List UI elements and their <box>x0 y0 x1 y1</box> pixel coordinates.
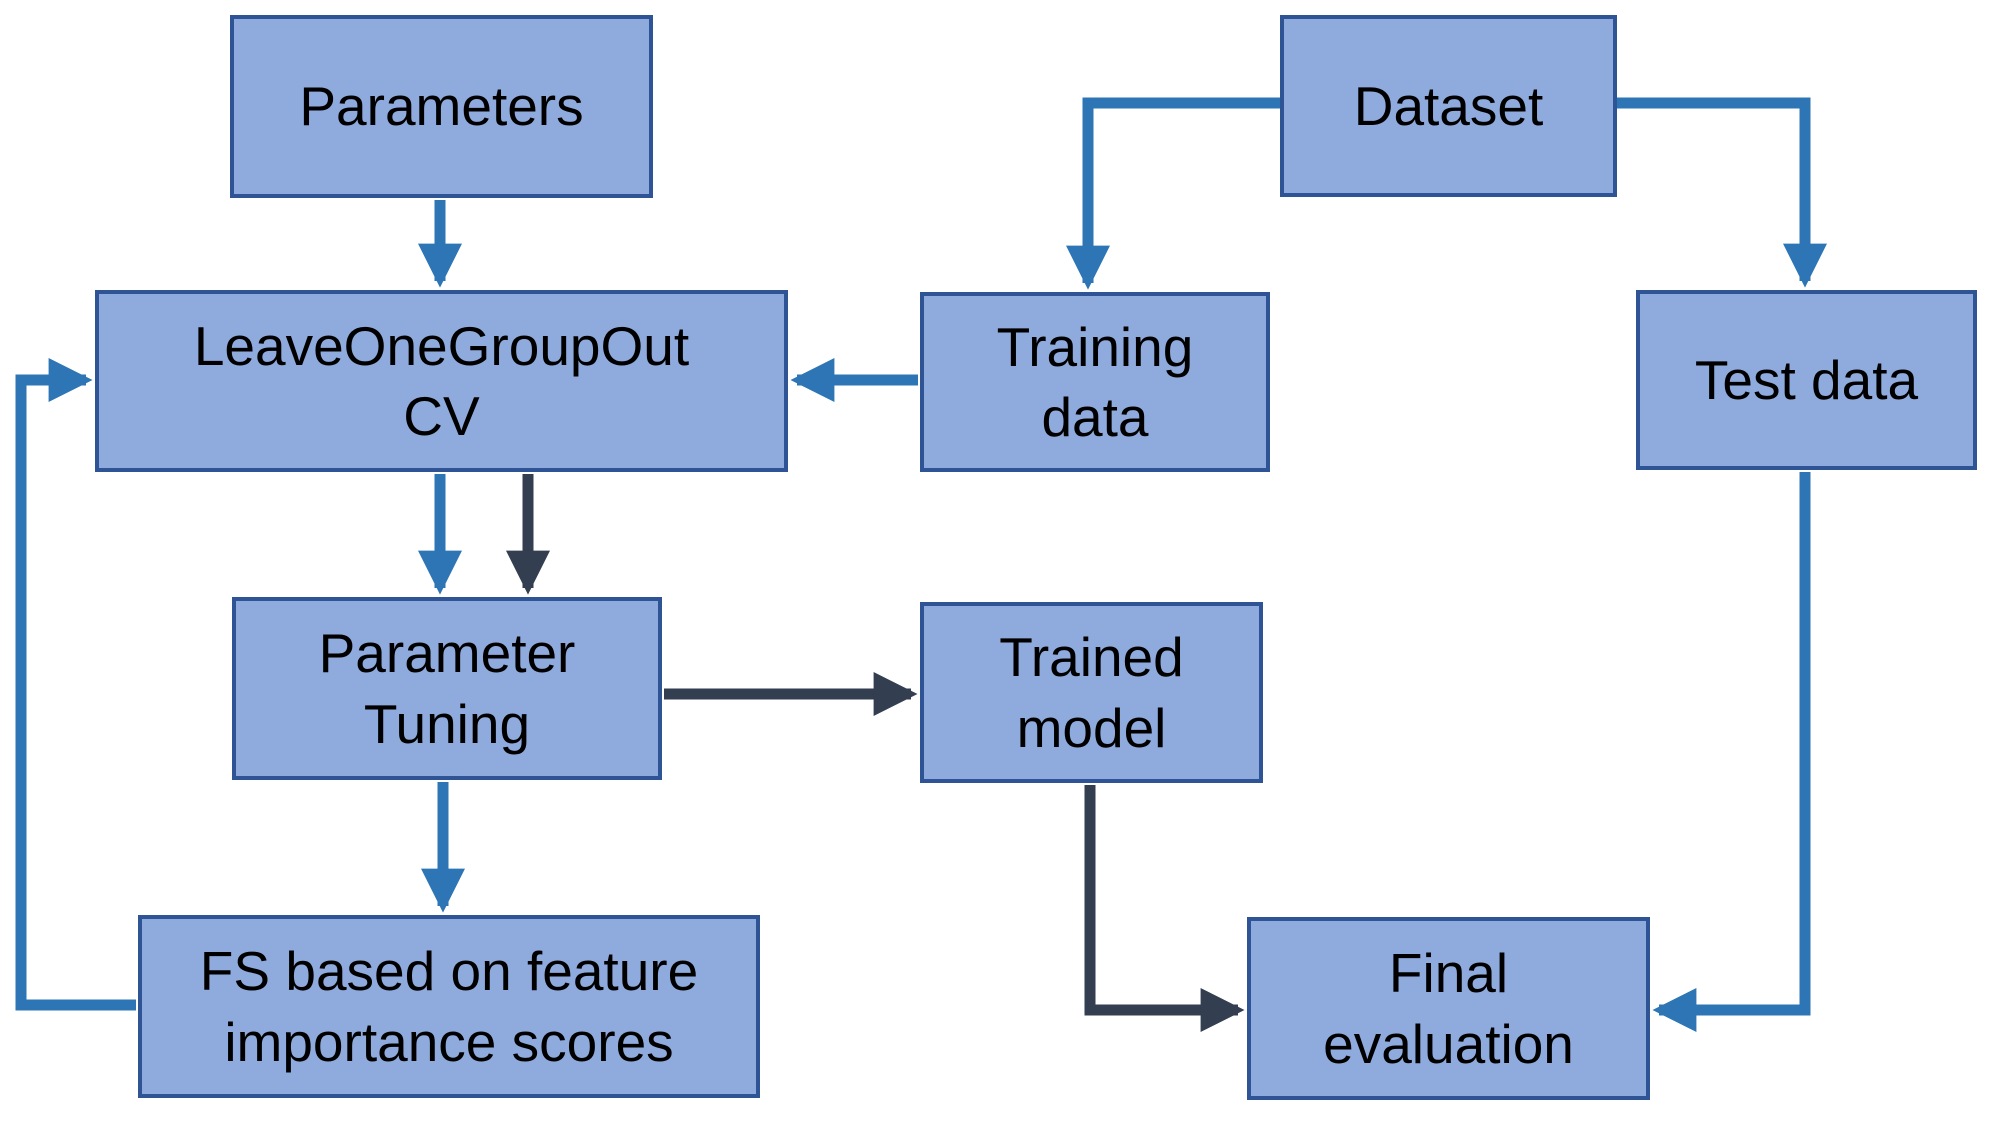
node-trained-model-label-line1: Trained <box>999 626 1184 689</box>
node-test-data: Test data <box>1636 290 1977 470</box>
node-training-data-label-line2: data <box>1041 386 1149 448</box>
node-trained-model: Trained model <box>920 602 1263 783</box>
node-training-data-label-line1: Training <box>996 315 1194 378</box>
node-final-evaluation-label-line2: evaluation <box>1323 1012 1574 1075</box>
node-parameter-tuning-label-line2: Tuning <box>363 692 531 755</box>
node-cv-label-line2: CV <box>403 385 480 447</box>
edge-feature-selection-to-cv-loop <box>15 358 136 1011</box>
node-dataset: Dataset <box>1280 15 1617 197</box>
node-feature-selection-label-line2: importance scores <box>224 1010 674 1073</box>
node-feature-selection: FS based on feature importance scores <box>138 915 760 1098</box>
node-leave-one-group-out-cv: LeaveOneGroupOut CV <box>95 290 788 472</box>
node-parameters-label: Parameters <box>299 75 584 138</box>
edge-dataset-to-training-data <box>1066 97 1282 290</box>
node-parameters: Parameters <box>230 15 653 198</box>
node-trained-model-label-line2: model <box>1016 696 1167 759</box>
node-dataset-label: Dataset <box>1353 74 1544 137</box>
edge-dataset-to-test-data <box>1615 97 1827 288</box>
node-feature-selection-label-line1: FS based on feature <box>199 940 699 1003</box>
node-parameter-tuning-label-line1: Parameter <box>318 622 576 685</box>
node-cv-label-line1: LeaveOneGroupOut <box>193 314 690 377</box>
edge-trained-model-to-final-evaluation <box>1084 785 1245 1032</box>
node-final-evaluation-label-line1: Final <box>1388 942 1509 1005</box>
node-test-data-label: Test data <box>1694 348 1919 411</box>
node-parameter-tuning: Parameter Tuning <box>232 597 662 780</box>
node-training-data: Training data <box>920 292 1270 472</box>
node-final-evaluation: Final evaluation <box>1247 917 1650 1100</box>
edge-test-data-to-final-evaluation <box>1652 472 1811 1032</box>
